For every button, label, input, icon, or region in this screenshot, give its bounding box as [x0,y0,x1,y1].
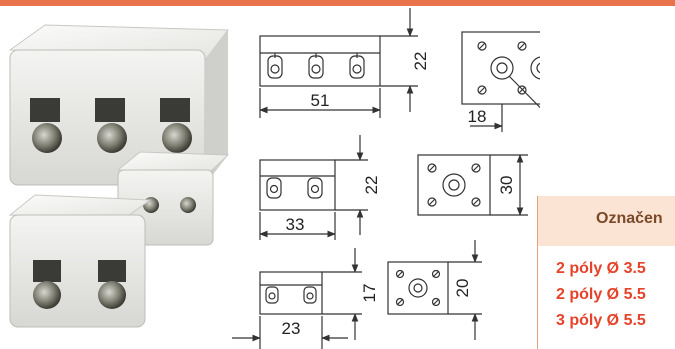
large-block-screws [30,98,192,153]
top-accent-bar [0,0,675,6]
drawing-medium-side [417,154,528,216]
dim-large-width: 51 [311,91,330,110]
large-top-terminals [267,53,365,79]
product-photo [8,24,230,328]
designation-table: Označen 2 póly Ø 3.5 2 póly Ø 5.5 3 póly… [537,196,675,349]
dim-medium-side-height: 30 [497,176,516,195]
table-row: 2 póly Ø 3.5 [556,260,646,277]
table-header: Označen [537,196,675,246]
dim-large-height: 22 [411,52,430,71]
table-row: 2 póly Ø 5.5 [556,286,646,303]
drawing-small-side [387,240,482,340]
table-row: 3 póly Ø 5.5 [556,312,646,329]
drawing-large-top [259,8,418,118]
dim-small-width: 23 [282,319,301,338]
table-header-label: Označen [596,210,663,227]
dim-large-side-width: 18 [468,107,487,126]
technical-drawings: 51 22 18 30 Ø1 Ø2 33 22 30 23 17 20 [232,8,540,349]
dim-small-side-height: 20 [453,279,472,298]
front-block-screws [33,260,126,309]
drawing-medium-top [259,135,368,240]
drawing-large-side [461,31,540,132]
drawing-small-top [232,248,362,349]
dim-medium-height: 22 [362,176,381,195]
dim-medium-width: 33 [286,215,305,234]
table-body: 2 póly Ø 3.5 2 póly Ø 5.5 3 póly Ø 5.5 [537,246,675,349]
dim-small-height: 17 [360,284,379,303]
